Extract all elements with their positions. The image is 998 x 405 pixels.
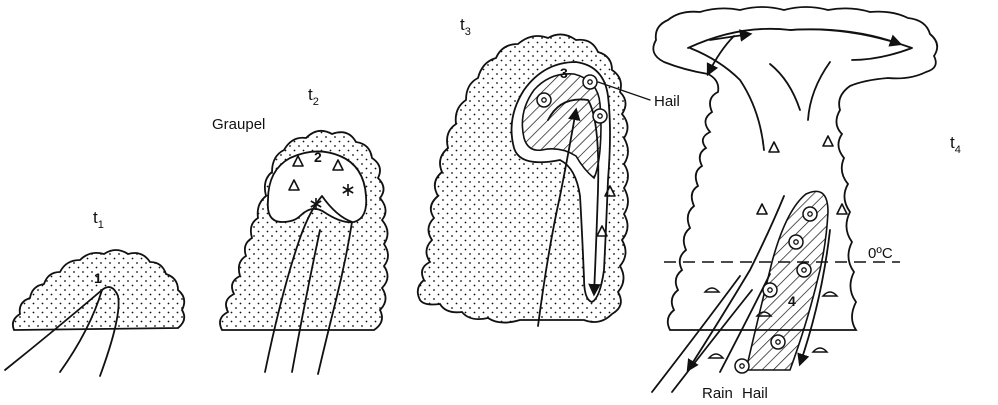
hailstone-icon [789, 235, 803, 249]
raindrop-icon [813, 348, 827, 352]
hail-label-t4: Hail [742, 385, 768, 402]
hailstone-icon [797, 263, 811, 277]
raindrop-icon [709, 354, 723, 358]
stage-label-t1: t1 [93, 208, 104, 231]
stage-label-t3: t3 [460, 15, 471, 38]
stage-label-t4: t4 [950, 133, 961, 156]
hailstone-icon [735, 359, 749, 373]
hail-label-t3: Hail [654, 93, 680, 110]
stage-t3: Hail 3 t3 [418, 15, 680, 326]
freezing-level-label: 0ºC [868, 245, 893, 262]
rain-label: Rain [702, 385, 733, 402]
stage-t4: 0ºC 4 t4 Rain Hail [652, 7, 961, 402]
cell-number-3: 3 [560, 65, 568, 81]
hailstone-icon [771, 335, 785, 349]
stage-t1: 1 t1 [5, 208, 184, 376]
cell-number-4: 4 [788, 293, 796, 309]
stage-t2: 2 t2 Graupel [212, 85, 388, 374]
hailstone-icon [537, 93, 551, 107]
hailstone-icon [583, 75, 597, 89]
hailstone-icon [593, 109, 607, 123]
hailstone-icon [803, 207, 817, 221]
hailstone-icon [763, 283, 777, 297]
cell-number-1: 1 [94, 270, 102, 286]
cloud-t1 [13, 250, 184, 330]
stage-label-t2: t2 [308, 85, 319, 108]
cell-number-2: 2 [314, 149, 322, 165]
graupel-label: Graupel [212, 116, 265, 133]
